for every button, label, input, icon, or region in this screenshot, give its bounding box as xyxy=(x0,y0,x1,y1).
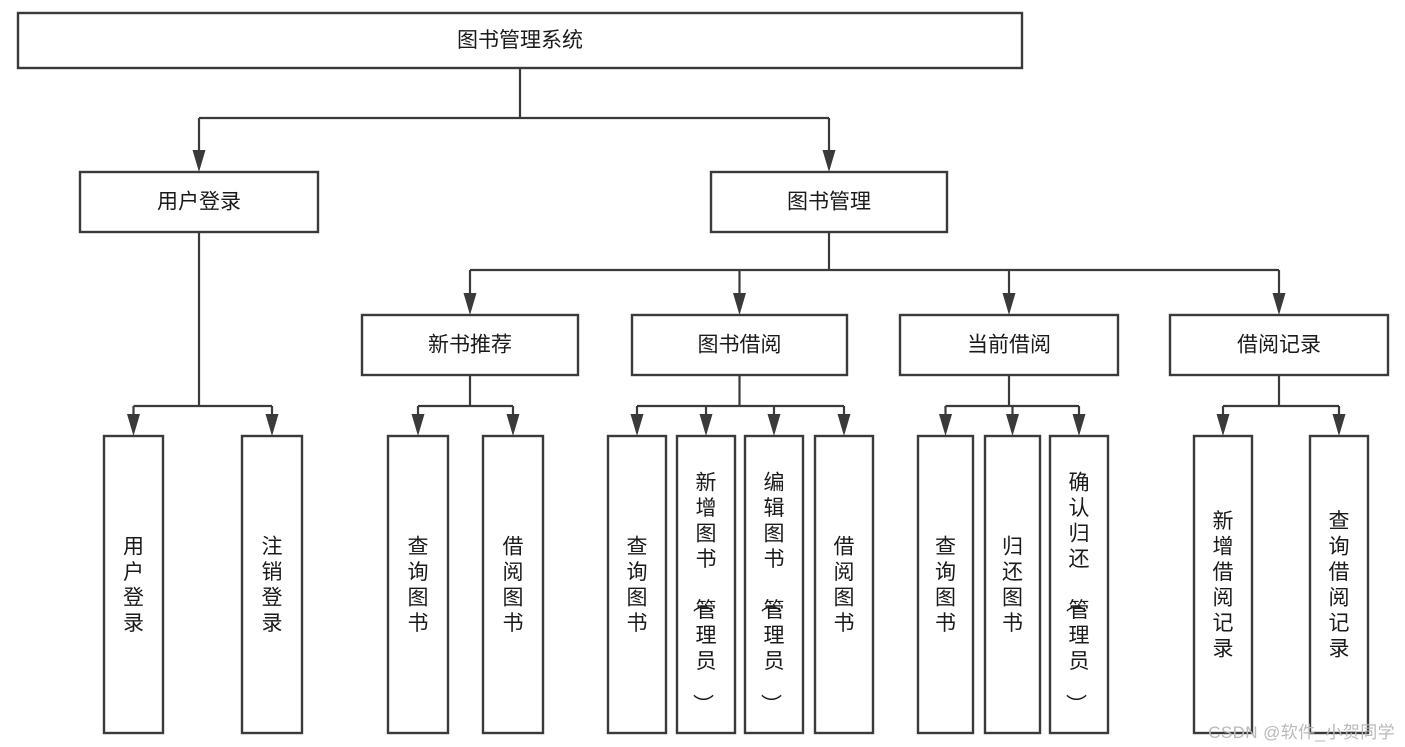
edge-group-newbook xyxy=(411,375,520,436)
node-box-borrow[interactable] xyxy=(630,313,849,377)
edge-group-bookmgmt xyxy=(463,232,1286,315)
node-box-leaf-newbook-borrow[interactable] xyxy=(481,434,545,735)
node-leaf-current-return[interactable]: 归还图书 xyxy=(983,434,1042,735)
edge-group-current xyxy=(939,375,1086,436)
node-box-leaf-user-login[interactable] xyxy=(102,434,165,735)
node-label-root: 图书管理系统 xyxy=(457,29,583,52)
edge-group-borrow xyxy=(630,375,851,436)
node-label-leaf-current-return: 归还图书 xyxy=(1002,535,1023,635)
node-leaf-current-confirm[interactable]: 确认归还（管理员） xyxy=(1048,434,1110,735)
edge-group-login xyxy=(127,232,279,436)
node-box-leaf-current-return[interactable] xyxy=(983,434,1042,735)
node-box-leaf-record-query[interactable] xyxy=(1308,434,1370,735)
node-box-bookmgmt[interactable] xyxy=(709,170,949,234)
node-label-newbook: 新书推荐 xyxy=(428,334,512,357)
node-leaf-current-query[interactable]: 查询图书 xyxy=(916,434,975,735)
node-leaf-borrow-edit[interactable]: 编辑图书（管理员） xyxy=(743,434,805,735)
node-label-records: 借阅记录 xyxy=(1237,334,1321,357)
node-box-leaf-record-add[interactable] xyxy=(1192,434,1254,735)
node-label-borrow: 图书借阅 xyxy=(698,334,782,357)
node-login[interactable]: 用户登录 xyxy=(78,170,320,234)
node-label-current: 当前借阅 xyxy=(967,334,1051,357)
node-label-leaf-current-query: 查询图书 xyxy=(935,535,956,635)
edge-group-root xyxy=(192,68,836,172)
node-newbook[interactable]: 新书推荐 xyxy=(360,313,580,377)
node-leaf-borrow-lend[interactable]: 借阅图书 xyxy=(813,434,875,735)
node-box-leaf-borrow-edit[interactable] xyxy=(743,434,805,735)
node-box-login[interactable] xyxy=(78,170,320,234)
node-box-leaf-borrow-lend[interactable] xyxy=(813,434,875,735)
node-box-leaf-newbook-query[interactable] xyxy=(386,434,450,735)
node-label-leaf-borrow-lend: 借阅图书 xyxy=(834,535,855,635)
node-bookmgmt[interactable]: 图书管理 xyxy=(709,170,949,234)
node-box-root[interactable] xyxy=(16,11,1024,70)
node-leaf-record-query[interactable]: 查询借阅记录 xyxy=(1308,434,1370,735)
node-leaf-newbook-borrow[interactable]: 借阅图书 xyxy=(481,434,545,735)
node-box-newbook[interactable] xyxy=(360,313,580,377)
node-borrow[interactable]: 图书借阅 xyxy=(630,313,849,377)
node-label-login: 用户登录 xyxy=(157,191,241,214)
connector-layer xyxy=(127,68,1346,436)
edge-group-records xyxy=(1216,375,1346,436)
node-leaf-borrow-add[interactable]: 新增图书（管理员） xyxy=(675,434,737,735)
node-box-leaf-borrow-add[interactable] xyxy=(675,434,737,735)
node-leaf-record-add[interactable]: 新增借阅记录 xyxy=(1192,434,1254,735)
node-label-leaf-user-login: 用户登录 xyxy=(123,535,144,635)
node-leaf-user-login[interactable]: 用户登录 xyxy=(102,434,165,735)
node-leaf-borrow-query[interactable]: 查询图书 xyxy=(606,434,668,735)
node-leaf-user-logout[interactable]: 注销登录 xyxy=(240,434,304,735)
node-label-leaf-borrow-edit: 编辑图书（管理员） xyxy=(759,472,785,715)
node-box-current[interactable] xyxy=(898,313,1120,377)
node-leaf-newbook-query[interactable]: 查询图书 xyxy=(386,434,450,735)
node-label-leaf-user-logout: 注销登录 xyxy=(262,535,283,635)
node-label-leaf-record-query: 查询借阅记录 xyxy=(1329,510,1350,661)
node-label-leaf-borrow-query: 查询图书 xyxy=(627,535,648,635)
node-box-records[interactable] xyxy=(1168,313,1390,377)
node-box-leaf-current-query[interactable] xyxy=(916,434,975,735)
node-label-leaf-borrow-add: 新增图书（管理员） xyxy=(691,472,717,715)
node-label-leaf-record-add: 新增借阅记录 xyxy=(1213,510,1234,661)
node-root[interactable]: 图书管理系统 xyxy=(16,11,1024,70)
node-label-leaf-newbook-query: 查询图书 xyxy=(408,535,429,635)
node-box-leaf-current-confirm[interactable] xyxy=(1048,434,1110,735)
node-layer: 图书管理系统用户登录图书管理新书推荐图书借阅当前借阅借阅记录用户登录注销登录查询… xyxy=(16,11,1390,735)
node-label-bookmgmt: 图书管理 xyxy=(787,191,871,214)
node-box-leaf-borrow-query[interactable] xyxy=(606,434,668,735)
node-records[interactable]: 借阅记录 xyxy=(1168,313,1390,377)
node-label-leaf-newbook-borrow: 借阅图书 xyxy=(503,535,524,635)
node-current[interactable]: 当前借阅 xyxy=(898,313,1120,377)
node-label-leaf-current-confirm: 确认归还（管理员） xyxy=(1064,472,1090,715)
node-box-leaf-user-logout[interactable] xyxy=(240,434,304,735)
